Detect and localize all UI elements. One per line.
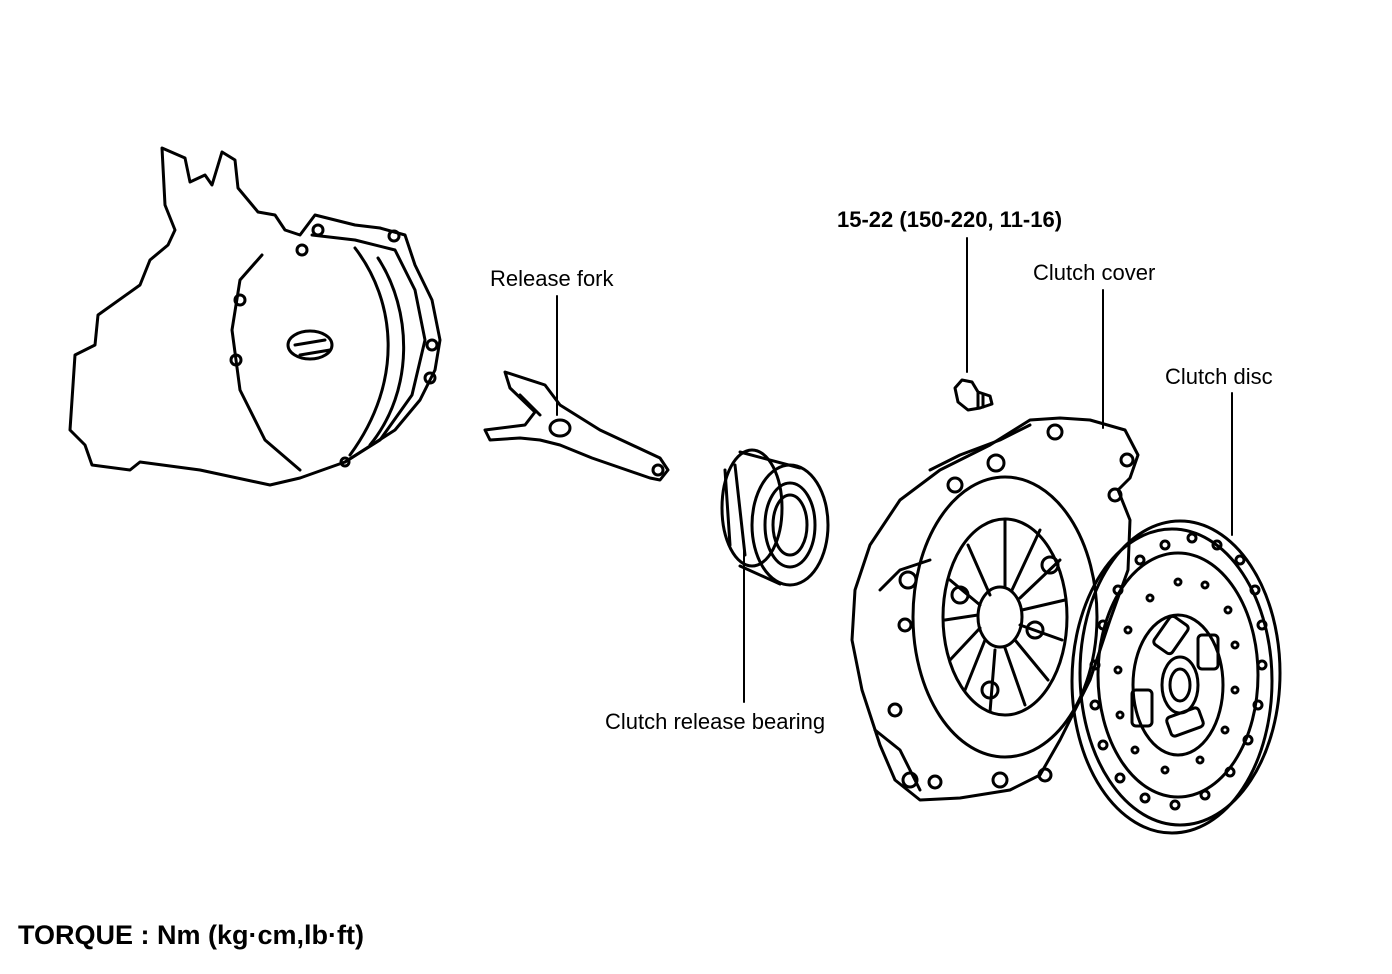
- clutch-cover: [850, 416, 1140, 802]
- clutch-release-bearing-label: Clutch release bearing: [605, 709, 826, 734]
- clutch-cover-bolt: [953, 378, 994, 412]
- release-fork: [483, 370, 670, 482]
- clutch-release-bearing: [720, 448, 830, 587]
- clutch-cover-label: Clutch cover: [1033, 260, 1156, 285]
- torque-spec-label: 15-22 (150-220, 11-16): [837, 207, 1063, 232]
- torque-units-footer: TORQUE : Nm (kg·cm,lb·ft): [18, 920, 364, 950]
- release-fork-label: Release fork: [490, 266, 614, 291]
- leader-lines: [556, 237, 1233, 703]
- clutch-disc-label: Clutch disc: [1165, 364, 1273, 389]
- transmission-housing: [68, 146, 442, 487]
- clutch-disc: [1070, 519, 1282, 835]
